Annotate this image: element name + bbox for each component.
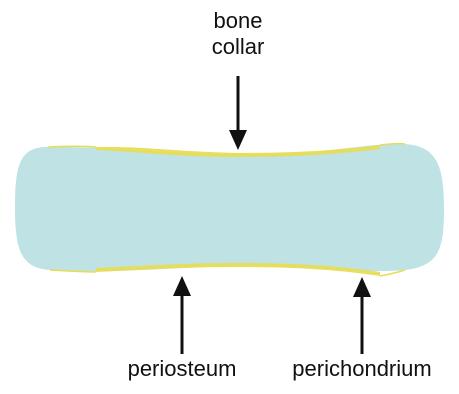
perichondrium-outline-left: [48, 146, 96, 147]
perichondrium-label: perichondrium: [292, 356, 431, 382]
bone-collar-label-line1: bone: [178, 8, 298, 34]
cartilage-shaft: [15, 144, 444, 271]
bone-collar-label: bone collar: [178, 8, 298, 60]
periosteum-label: periosteum: [128, 356, 237, 382]
bone-collar-arrow-head: [229, 130, 247, 150]
perichondrium-arrow-head: [353, 277, 371, 297]
bone-collar-label-line2: collar: [178, 34, 298, 60]
periosteum-arrow-head: [173, 276, 191, 296]
